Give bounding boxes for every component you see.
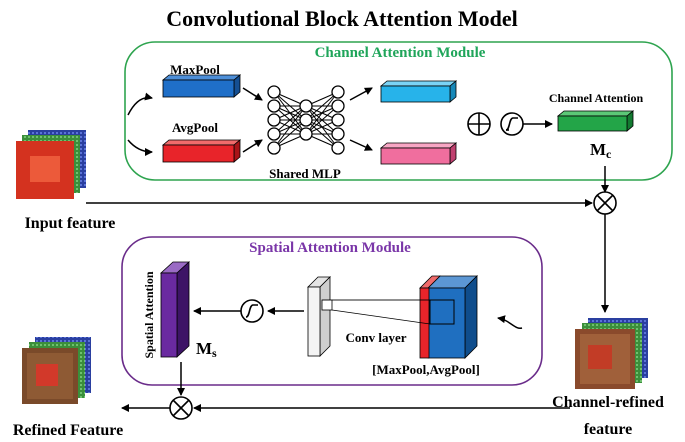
channel-refined-label-line1: Channel-refined: [552, 394, 664, 411]
sigmoid-icon-spatial: [240, 299, 264, 323]
diagram-title: Convolutional Block Attention Model: [166, 6, 517, 31]
conv-layer-label: Conv layer: [345, 330, 406, 345]
mlp-node: [331, 141, 345, 155]
sigmoid-icon-channel: [500, 112, 524, 136]
max-mlp-output-block: [379, 80, 458, 103]
arrow-mlp-avg-out: [349, 139, 373, 151]
branch-arrow-maxpool: [127, 92, 153, 116]
spatial-module-title: Spatial Attention Module: [249, 240, 411, 256]
mlp-node: [267, 141, 281, 155]
input-feature-image: [16, 130, 86, 199]
mlp-node: [331, 85, 345, 99]
shared-mlp-label: Shared MLP: [269, 166, 341, 181]
mc-label: Mc: [590, 140, 612, 161]
maxpool-label: MaxPool: [170, 62, 220, 77]
mlp-node: [267, 85, 281, 99]
maxpool-block: [161, 74, 242, 98]
mlp-node: [267, 99, 281, 113]
refined-feature-image: [22, 337, 91, 404]
input-feature-label: Input feature: [25, 215, 116, 232]
elementwise-sum-icon: [467, 112, 491, 136]
pooled-feature-stack: [419, 275, 478, 359]
multiply-icon-spatial: [169, 396, 193, 420]
multiply-icon-channel: [593, 191, 617, 215]
pool-stack-label: [MaxPool,AvgPool]: [372, 362, 480, 377]
mlp-node: [267, 127, 281, 141]
shared-mlp-network: [267, 85, 345, 155]
mlp-node: [331, 113, 345, 127]
mlp-node: [299, 99, 313, 113]
mlp-node: [331, 127, 345, 141]
ms-label: Ms: [196, 339, 217, 360]
channel-refined-label-line2: feature: [584, 421, 633, 438]
spatial-attention-module-box: [121, 236, 543, 386]
arrow-maxpool-mlp: [242, 87, 263, 101]
arrow-avgpool-mlp: [242, 139, 263, 153]
channel-refined-feature-image: [575, 318, 648, 389]
channel-attention-mc-block: [556, 110, 635, 132]
channel-attention-label: Channel Attention: [549, 91, 644, 105]
arrow-into-spatial: [497, 315, 523, 329]
avgpool-block: [161, 139, 242, 163]
avgpool-label: AvgPool: [172, 120, 218, 135]
channel-attention-module-box: [124, 41, 673, 181]
mlp-node: [267, 113, 281, 127]
spatial-attention-label: Spatial Attention: [142, 271, 156, 358]
conv-layer-plane: [307, 276, 431, 357]
avg-mlp-output-block: [379, 142, 458, 165]
branch-arrow-avgpool: [127, 139, 153, 156]
mlp-node: [299, 113, 313, 127]
mlp-node: [299, 127, 313, 141]
arrow-mlp-max-out: [349, 87, 373, 101]
spatial-attention-ms-block: [159, 261, 191, 358]
mlp-node: [331, 99, 345, 113]
refined-feature-label: Refined Feature: [13, 422, 123, 439]
channel-module-title: Channel Attention Module: [315, 45, 486, 61]
